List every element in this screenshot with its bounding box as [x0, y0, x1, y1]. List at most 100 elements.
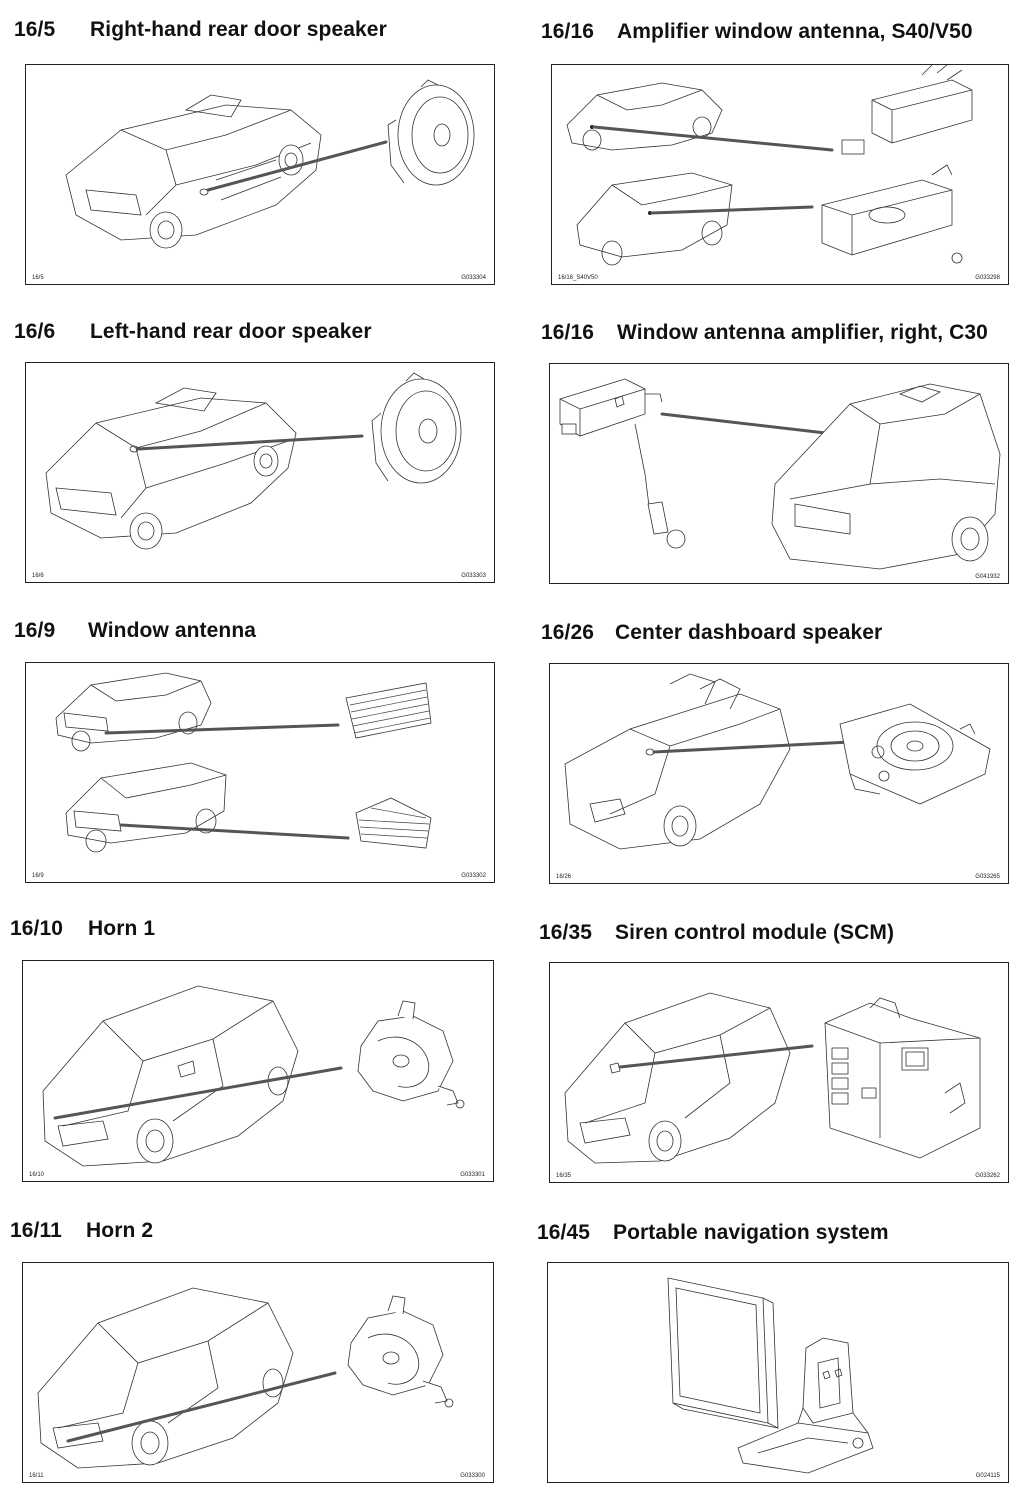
figure-id: G033300: [460, 1473, 485, 1479]
entry-code: 16/26: [541, 621, 595, 644]
entry-code: 16/35: [539, 921, 593, 944]
sedan-front-view-drawing: [42, 985, 299, 1167]
illustration-16-10: 16/10 G033301: [22, 960, 494, 1182]
figure-ref: 16/11: [29, 1473, 44, 1479]
figure-id: G033302: [461, 873, 486, 879]
door-speaker-part-drawing: [387, 79, 475, 186]
leader-line: [650, 205, 814, 215]
amplifier-unit-drawing: [559, 378, 686, 549]
illustration-16-16-c30: G041932: [549, 363, 1009, 584]
entry-title: Portable navigation system: [613, 1221, 889, 1244]
illustration-16-9: 16/9 G033302: [25, 662, 495, 883]
leader-line: [119, 823, 350, 840]
entry-code: 16/6: [14, 320, 56, 343]
speaker-location-marker: [199, 188, 209, 196]
leader-line: [206, 140, 388, 192]
dashboard-speaker-part-drawing: [839, 703, 991, 805]
illustration-16-16-s40v50: 16/16_S40V50 G033298: [551, 64, 1009, 285]
wagon-drawing: [65, 762, 227, 853]
entry-heading: 16/16 Amplifier window antenna, S40/V50: [541, 20, 973, 44]
figure-id: G041932: [975, 574, 1000, 580]
leader-line: [104, 723, 340, 735]
entry-title: Siren control module (SCM): [615, 921, 895, 944]
entry-heading: 16/5 Right-hand rear door speaker: [14, 18, 387, 42]
entry-title: Amplifier window antenna, S40/V50: [617, 20, 973, 43]
entry-title: Horn 1: [88, 917, 156, 940]
illustration-16-11: 16/11 G033300: [22, 1262, 494, 1483]
leader-line: [53, 1066, 343, 1120]
entry-code: 16/45: [537, 1221, 591, 1244]
entry-title: Center dashboard speaker: [615, 621, 883, 644]
figure-id: G033301: [460, 1172, 485, 1178]
window-antenna-amplifier-c30-drawing: [559, 378, 1001, 570]
illustration-16-6: 16/6 G033303: [25, 362, 495, 583]
entry-heading: 16/11 Horn 2: [10, 1219, 153, 1243]
entry-title: Window antenna amplifier, right, C30: [617, 321, 988, 344]
navigation-display-drawing: [667, 1277, 779, 1429]
module-location-marker: [609, 1062, 621, 1074]
amplifier-unit-lower: [821, 164, 963, 264]
figure-id: G024115: [975, 1473, 1000, 1479]
illustration-16-35: 16/35 G033262: [549, 962, 1009, 1183]
figure-ref: 16/9: [32, 873, 44, 879]
horn-part-drawing: [357, 1000, 465, 1109]
figure-ref: 16/35: [556, 1173, 572, 1179]
siren-control-module-part-drawing: [824, 997, 981, 1159]
figure-id: G033265: [975, 874, 1000, 880]
figure-ref: 16/6: [32, 573, 44, 579]
window-antenna-amplifier-drawing: [566, 65, 973, 266]
illustration-16-5: 16/5 G033304: [25, 64, 495, 285]
sedan-rear-view-drawing: [45, 387, 297, 550]
horn-part-drawing: [347, 1295, 454, 1408]
door-speaker-part-drawing: [371, 372, 462, 484]
entry-code: 16/9: [14, 619, 56, 642]
entry-code: 16/11: [10, 1219, 62, 1242]
car-rear-door-speaker-drawing: [65, 79, 475, 249]
figure-ref: 16/10: [29, 1172, 45, 1178]
entry-heading: 16/35 Siren control module (SCM): [539, 921, 894, 945]
entry-heading: 16/16 Window antenna amplifier, right, C…: [541, 321, 988, 345]
hatchback-rear-view-drawing: [771, 383, 1001, 570]
leader-line: [618, 1044, 814, 1069]
window-antenna-drawing: [55, 672, 432, 853]
figure-id: G033304: [461, 275, 486, 281]
horn-2-drawing: [37, 1287, 454, 1469]
illustration-16-45: G024115: [547, 1262, 1009, 1483]
wagon-drawing: [576, 172, 733, 266]
horn-1-drawing: [42, 985, 465, 1167]
sedan-drawing: [55, 672, 212, 752]
figure-ref: 16/5: [32, 275, 44, 281]
rear-window-antenna-grid-upper: [345, 682, 432, 739]
entry-title: Left-hand rear door speaker: [90, 320, 372, 343]
figure-id: G033262: [975, 1173, 1000, 1179]
entry-heading: 16/10 Horn 1: [10, 917, 155, 941]
figure-ref: 16/26: [556, 874, 572, 880]
entry-title: Horn 2: [86, 1219, 154, 1242]
leader-line: [66, 1371, 337, 1443]
figure-ref: 16/16_S40V50: [558, 275, 598, 281]
display-mount-cradle-drawing: [737, 1337, 874, 1474]
sedan-front-view-drawing: [37, 1287, 294, 1469]
sedan-drawing: [566, 82, 723, 151]
siren-control-module-drawing: [564, 992, 981, 1164]
illustration-16-26: 16/26 G033265: [549, 663, 1009, 884]
center-dashboard-speaker-drawing: [564, 673, 991, 850]
entry-heading: 16/45 Portable navigation system: [537, 1221, 889, 1245]
entry-title: Right-hand rear door speaker: [90, 18, 387, 41]
leader-line: [136, 434, 364, 451]
entry-code: 16/5: [14, 18, 56, 41]
entry-heading: 16/6 Left-hand rear door speaker: [14, 320, 372, 344]
leader-line: [652, 740, 852, 754]
entry-code: 16/10: [10, 917, 64, 940]
convertible-front-view-drawing: [564, 673, 791, 850]
amplifier-unit-upper: [841, 65, 973, 155]
figure-id: G033303: [461, 573, 486, 579]
portable-navigation-system-drawing: [667, 1277, 874, 1474]
entry-code: 16/16: [541, 321, 595, 344]
entry-title: Window antenna: [88, 619, 257, 642]
rear-window-antenna-grid-lower: [355, 797, 432, 849]
entry-code: 16/16: [541, 20, 595, 43]
entry-heading: 16/26 Center dashboard speaker: [541, 621, 882, 645]
sedan-rear-view-drawing: [65, 94, 322, 249]
figure-id: G033298: [975, 275, 1000, 281]
